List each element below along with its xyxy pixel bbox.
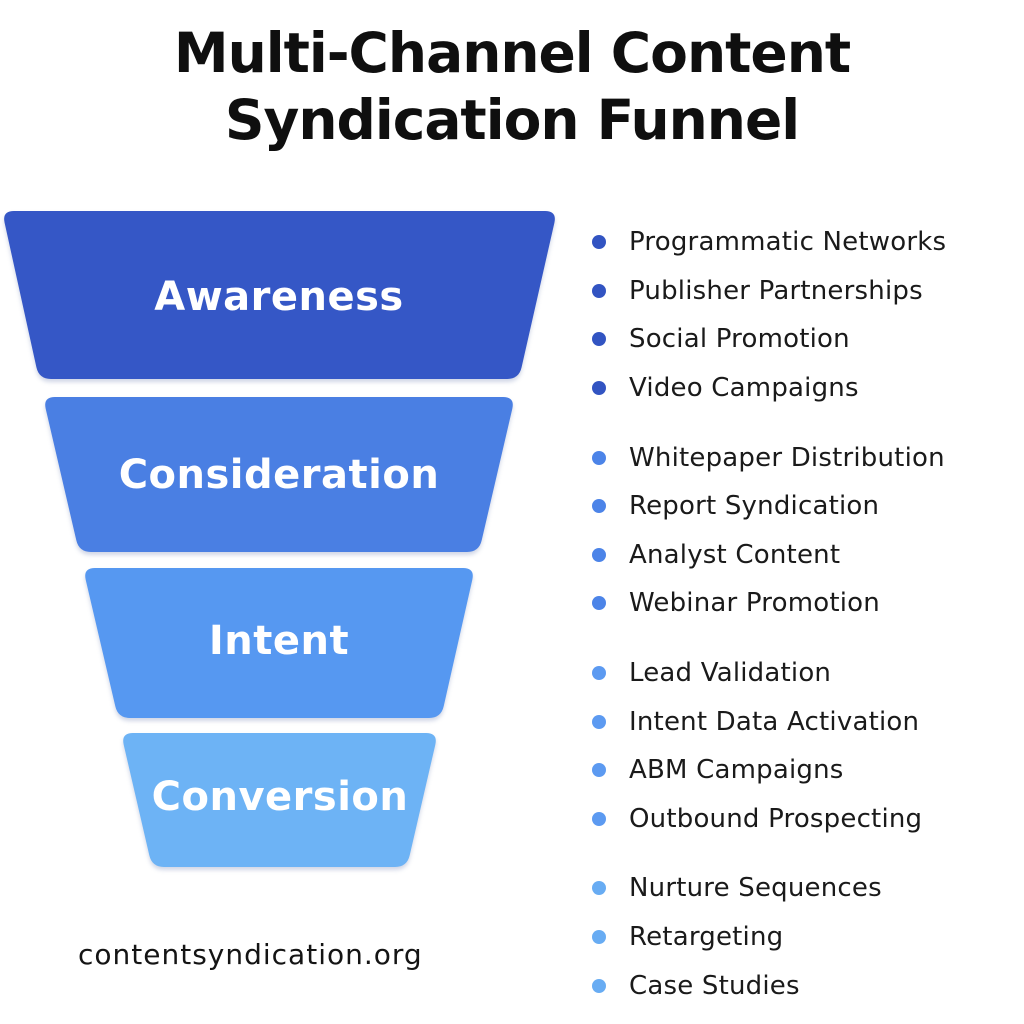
funnel-stage-shape-conversion	[123, 733, 436, 867]
list-item-label: Video Campaigns	[629, 373, 859, 404]
funnel-stage-label-consideration: Consideration	[119, 452, 440, 498]
list-item-label: Lead Validation	[629, 658, 832, 689]
list-item-label: Whitepaper Distribution	[629, 442, 945, 473]
website-url: contentsyndication.org	[78, 938, 423, 971]
list-item-label: Programmatic Networks	[629, 227, 947, 258]
list-item: Nurture Sequences	[592, 864, 1024, 913]
bullet-icon	[592, 666, 606, 681]
bullet-icon	[592, 235, 606, 250]
list-item-label: Nurture Sequences	[629, 873, 882, 904]
bullet-icon	[592, 763, 606, 778]
bullet-icon	[592, 381, 606, 396]
list-item: Lead Validation	[592, 649, 1024, 698]
page-title: Multi-Channel Content Syndication Funnel	[0, 20, 1024, 154]
bullet-icon	[592, 811, 606, 826]
list-item: Intent Data Activation	[592, 697, 1024, 746]
list-item: Publisher Partnerships	[592, 267, 1024, 316]
funnel-stage-label-conversion: Conversion	[152, 774, 409, 820]
list-item-label: Retargeting	[629, 922, 784, 953]
funnel-stage-shape-intent	[85, 568, 473, 718]
page-title-line-2: Syndication Funnel	[224, 88, 800, 152]
list-item: Report Syndication	[592, 482, 1024, 531]
list-item-label: Publisher Partnerships	[629, 275, 923, 306]
bullet-icon	[592, 714, 606, 729]
list-item-label: Intent Data Activation	[629, 706, 920, 737]
bullet-icon	[592, 930, 606, 945]
bullet-icon	[592, 499, 606, 514]
list-item: Social Promotion	[592, 315, 1024, 364]
funnel-stage-label-intent: Intent	[209, 618, 349, 664]
list-item: Analyst Content	[592, 531, 1024, 580]
list-item: ABM Campaigns	[592, 746, 1024, 795]
bullet-icon	[592, 283, 606, 298]
funnel-stage-label-awareness: Awareness	[154, 274, 403, 320]
list-item-label: Outbound Prospecting	[629, 803, 923, 834]
bullet-icon	[592, 978, 606, 993]
list-item-label: Webinar Promotion	[629, 588, 880, 619]
list-item-label: ABM Campaigns	[629, 755, 844, 786]
bullet-icon	[592, 547, 606, 562]
list-item-label: Case Studies	[629, 970, 800, 1001]
list-item: Outbound Prospecting	[592, 795, 1024, 844]
page-title-line-1: Multi-Channel Content	[173, 21, 851, 85]
list-item-label: Report Syndication	[629, 491, 880, 522]
list-item-label: Analyst Content	[629, 539, 841, 570]
bullet-icon	[592, 881, 606, 896]
funnel-stage-shape-consideration	[45, 397, 513, 552]
list-item: Video Campaigns	[592, 364, 1024, 413]
list-item: Retargeting	[592, 913, 1024, 962]
funnel-stage-shape-awareness	[4, 211, 555, 379]
list-item: Programmatic Networks	[592, 218, 1024, 267]
list-item: Case Studies	[592, 961, 1024, 1010]
bullet-icon	[592, 450, 606, 465]
bullet-icon	[592, 596, 606, 611]
list-item: Whitepaper Distribution	[592, 433, 1024, 482]
list-item-label: Social Promotion	[629, 324, 850, 355]
list-item: Webinar Promotion	[592, 579, 1024, 628]
bullet-icon	[592, 332, 606, 347]
